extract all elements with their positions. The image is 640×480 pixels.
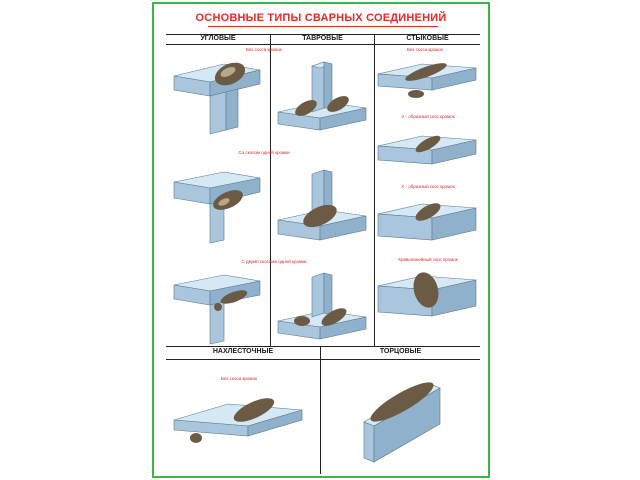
butt-joint-x-bevel-figure xyxy=(377,203,477,241)
header-top-line xyxy=(166,34,480,35)
caption-x-bevel: X - образный скос кромок xyxy=(401,184,455,189)
header-bottom-line xyxy=(166,44,480,45)
poster-title: ОСНОВНЫЕ ТИПЫ СВАРНЫХ СОЕДИНЕНИЙ xyxy=(195,12,447,24)
column-header-tee: ТАВРОВЫЕ xyxy=(302,35,343,42)
butt-joint-curvilinear-bevel-figure xyxy=(377,272,477,317)
tee-joint-two-bevels-figure xyxy=(277,272,367,340)
poster: ОСНОВНЫЕ ТИПЫ СВАРНЫХ СОЕДИНЕНИЙ УГЛОВЫЕ… xyxy=(152,2,490,478)
edge-joint-figure xyxy=(363,382,441,463)
lap-joint-figure xyxy=(173,398,303,443)
bottom-section-top-line xyxy=(166,346,480,347)
title-underline xyxy=(208,26,438,27)
column-header-butt: СТЫКОВЫЕ xyxy=(406,35,449,42)
caption-lap-no-bevel: Без скоса кромок xyxy=(221,376,257,381)
column-divider-2 xyxy=(374,34,375,346)
section-header-lap: НАХЛЕСТОЧНЫЕ xyxy=(212,348,274,355)
caption-two-bevels-one-edge: С двумя скосами одной кромки xyxy=(241,259,307,264)
section-header-edge: ТОРЦОВЫЕ xyxy=(379,348,422,355)
corner-joint-no-bevel-figure xyxy=(173,62,261,135)
caption-butt-no-bevel: Без скоса кромок xyxy=(407,47,443,52)
tee-joint-no-bevel-figure xyxy=(277,61,367,131)
corner-joint-two-bevels-figure xyxy=(173,274,261,345)
butt-joint-no-bevel-figure xyxy=(377,63,477,98)
corner-joint-one-bevel-figure xyxy=(173,171,261,244)
column-divider-1 xyxy=(270,34,271,346)
bottom-column-divider xyxy=(320,346,321,474)
butt-joint-v-bevel-figure xyxy=(377,135,477,165)
caption-v-bevel: V - образный скос кромок xyxy=(401,114,455,119)
bottom-section-header-line xyxy=(166,359,480,360)
tee-joint-one-bevel-figure xyxy=(277,169,367,241)
column-header-corner: УГЛОВЫЕ xyxy=(200,35,236,42)
caption-one-edge-bevel: Со скосом одной кромки xyxy=(238,150,290,155)
caption-curvilinear-bevel: Криволинейный скос кромок xyxy=(398,257,458,262)
caption-no-bevel-top: Без скоса кромок xyxy=(246,47,282,52)
